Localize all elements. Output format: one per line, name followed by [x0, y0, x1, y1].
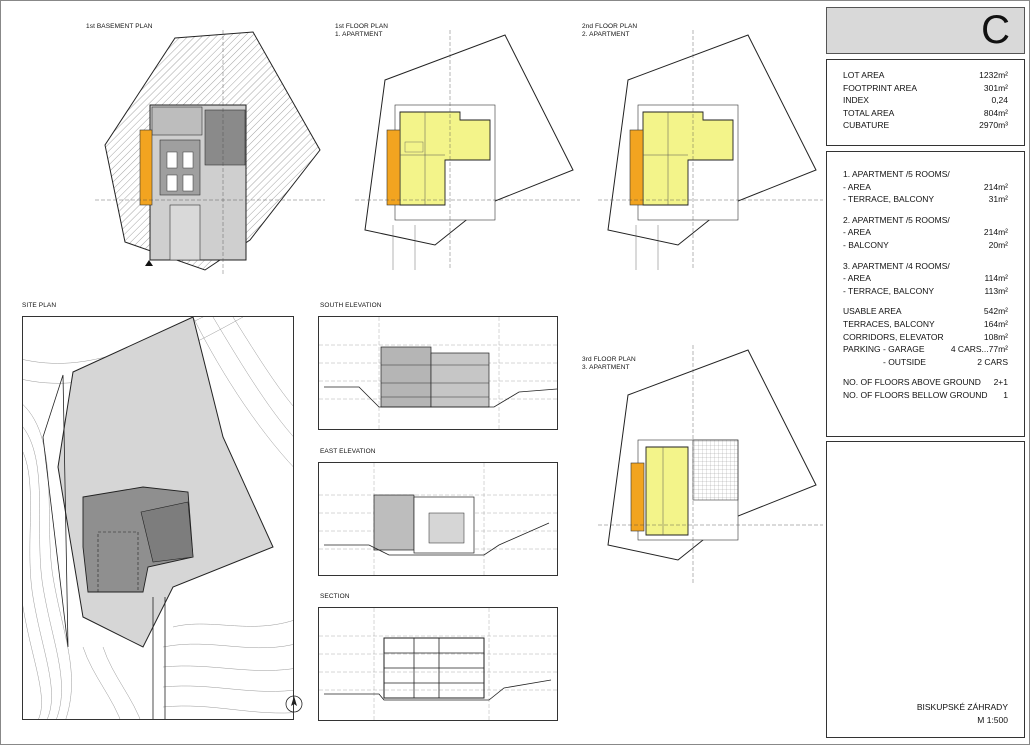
floor1-plan-subtitle: 1. APARTMENT — [335, 31, 383, 38]
stat-value: 1232m² — [979, 70, 1008, 80]
stat-key: NO. OF FLOORS BELLOW GROUND — [843, 390, 988, 400]
floor2-plan-subtitle: 2. APARTMENT — [582, 31, 630, 38]
stat-key: - BALCONY — [843, 240, 889, 250]
stat-key: CORRIDORS, ELEVATOR — [843, 331, 944, 342]
stat-key: INDEX — [843, 95, 869, 106]
floor2-plan-drawing — [598, 30, 823, 270]
stat-value: 2970m³ — [979, 120, 1008, 131]
drawing-scale: M 1:500 — [977, 715, 1008, 725]
site-plan-title: SITE PLAN — [22, 302, 57, 309]
section-title: SECTION — [320, 593, 350, 600]
stat-value: 301m² — [983, 82, 1008, 93]
stat-key: - TERRACE, BALCONY — [843, 194, 935, 205]
stat-value: 2+1 — [993, 377, 1008, 388]
stat-value: 114m² — [984, 273, 1008, 284]
basement-plan-drawing — [95, 30, 325, 275]
stat-value: 108m² — [983, 331, 1008, 342]
stat-value: 1 — [1003, 390, 1008, 400]
sheet-letter-box: C — [826, 7, 1025, 54]
stat-key: - AREA — [843, 181, 871, 192]
title-block-panel: BISKUPSKÉ ZÁHRADY M 1:500 — [826, 441, 1025, 738]
east-elevation-drawing — [319, 463, 557, 575]
stat-value: 164m² — [983, 319, 1008, 329]
basement-plan-title: 1st BASEMENT PLAN — [86, 23, 153, 30]
stat-key: TOTAL AREA — [843, 107, 895, 118]
stat-value: 31m² — [988, 194, 1008, 205]
stat-value: 214m² — [983, 227, 1008, 238]
stat-key: LOT AREA — [843, 70, 885, 80]
stat-key: NO. OF FLOORS ABOVE GROUND — [843, 377, 981, 388]
stat-key: 1. APARTMENT /5 ROOMS/ — [843, 169, 950, 179]
floor3-plan-drawing — [598, 345, 823, 585]
stat-key: FOOTPRINT AREA — [843, 82, 917, 93]
stat-key: - AREA — [843, 273, 871, 284]
stat-key: - TERRACE, BALCONY — [843, 285, 935, 296]
stat-key: USABLE AREA — [843, 306, 902, 317]
details-panel: 1. APARTMENT /5 ROOMS/ - AREA 214m² - TERRA… — [826, 151, 1025, 437]
summary-panel: LOT AREA 1232m² FOOTPRINT AREA 301m² INDEX 0,… — [826, 59, 1025, 146]
stat-value: 113m² — [984, 285, 1008, 296]
south-elevation-panel — [318, 316, 558, 430]
stat-key: 3. APARTMENT /4 ROOMS/ — [843, 260, 950, 271]
section-drawing — [319, 608, 557, 720]
stat-value: 804m² — [983, 107, 1008, 118]
south-elevation-title: SOUTH ELEVATION — [320, 302, 382, 309]
stat-key: - AREA — [843, 227, 871, 238]
floor2-plan-title: 2nd FLOOR PLAN — [582, 23, 638, 30]
stat-key: TERRACES, BALCONY — [843, 319, 935, 329]
sheet-letter: C — [981, 8, 1010, 52]
site-plan-panel — [22, 316, 294, 720]
project-name: BISKUPSKÉ ZÁHRADY — [916, 702, 1008, 712]
stat-value: 2 CARS — [977, 356, 1008, 367]
floor1-plan-title: 1st FLOOR PLAN — [335, 23, 389, 30]
floor3-plan-subtitle: 3. APARTMENT — [582, 364, 630, 371]
stat-value: 4 CARS...77m² — [950, 344, 1008, 355]
stat-value: 20m² — [988, 240, 1008, 250]
stat-key: - OUTSIDE — [883, 356, 926, 367]
stat-value: 542m² — [983, 306, 1008, 317]
stat-value: 0,24 — [991, 95, 1008, 106]
east-elevation-panel — [318, 462, 558, 576]
site-plan-drawing — [23, 317, 293, 719]
section-panel — [318, 607, 558, 721]
east-elevation-title: EAST ELEVATION — [320, 448, 376, 455]
south-elevation-drawing — [319, 317, 558, 429]
floor3-plan-title: 3rd FLOOR PLAN — [582, 356, 636, 363]
floor1-plan-drawing — [355, 30, 580, 270]
stat-key: PARKING - GARAGE — [843, 344, 925, 355]
stat-key: CUBATURE — [843, 120, 890, 131]
stat-key: 2. APARTMENT /5 ROOMS/ — [843, 214, 950, 225]
north-arrow-icon — [285, 695, 303, 713]
stat-value: 214m² — [983, 181, 1008, 192]
